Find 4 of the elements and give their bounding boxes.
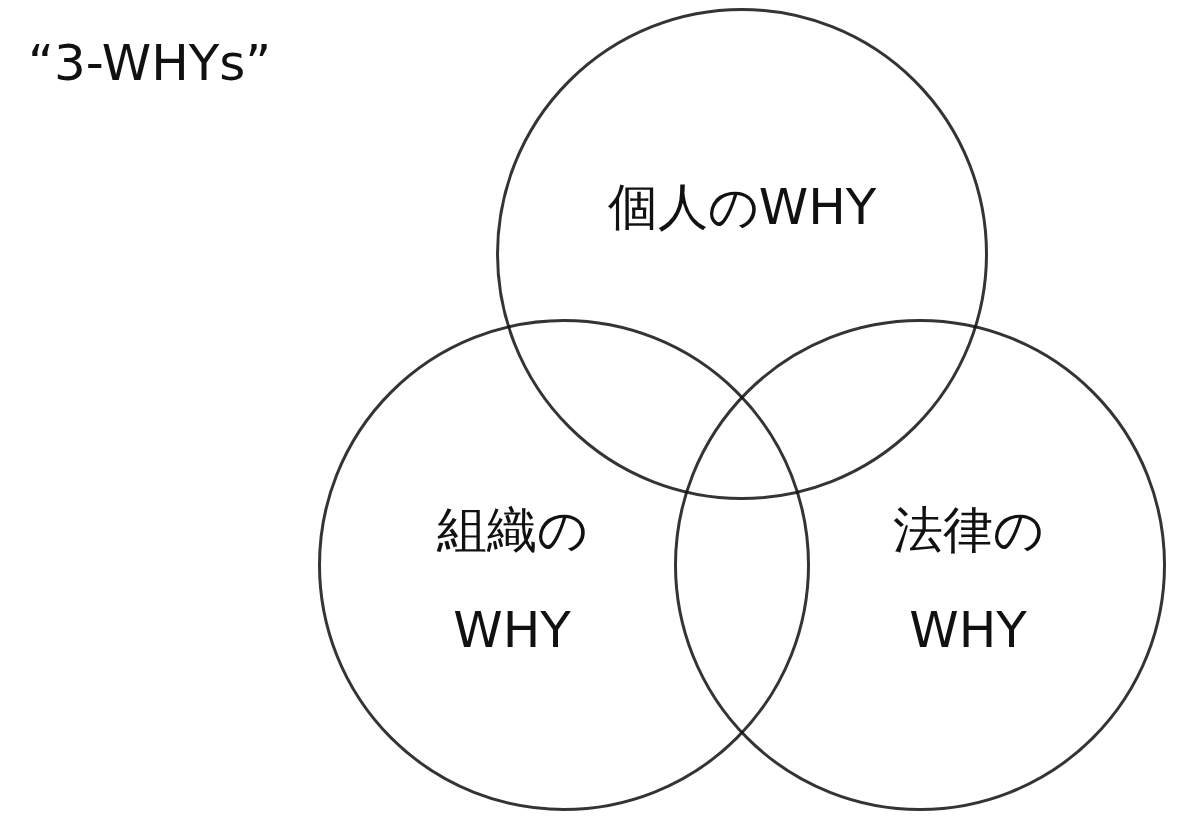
circle-label: 組織のWHY — [435, 500, 589, 661]
diagram-title: “3-WHYs” — [28, 34, 272, 92]
circle-label: 法律のWHY — [891, 500, 1045, 661]
circle-label: 個人のWHY — [606, 177, 878, 238]
